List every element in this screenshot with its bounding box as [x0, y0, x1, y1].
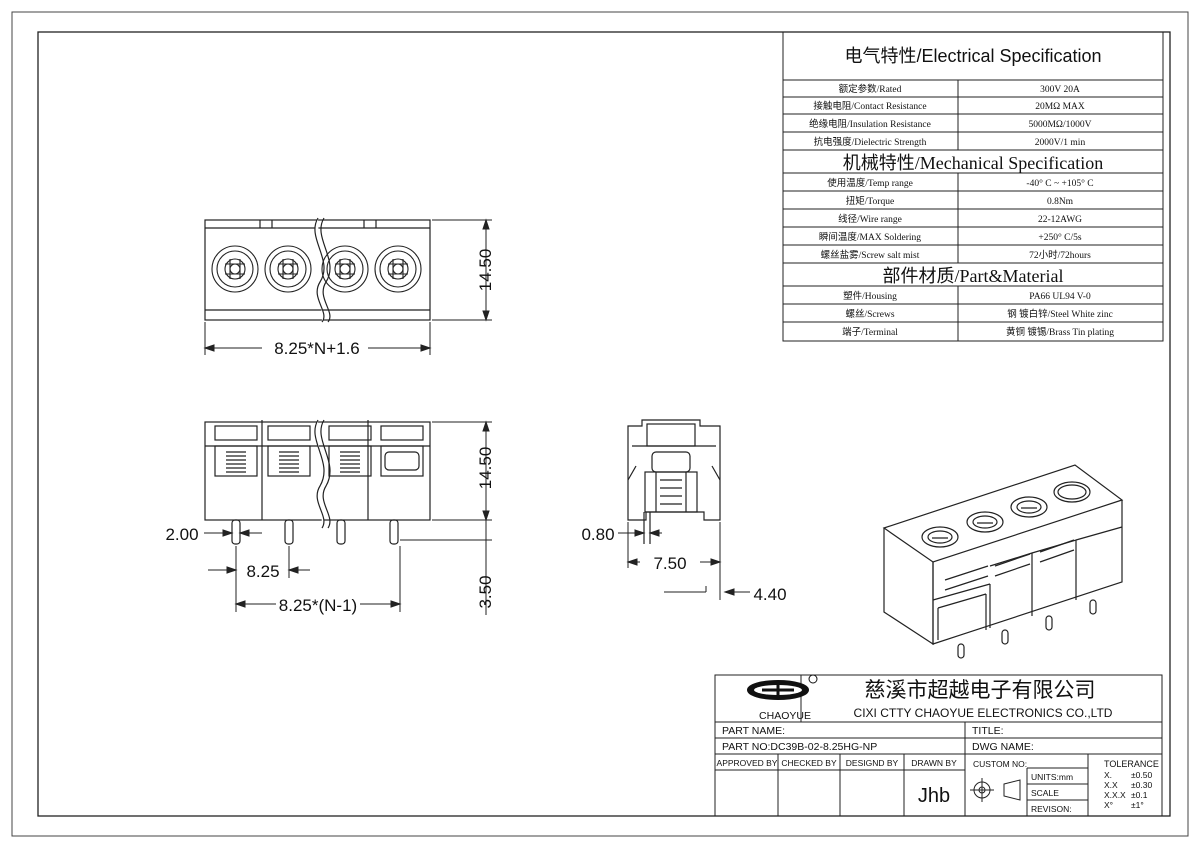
tolerance-value: ±1° [1131, 800, 1144, 810]
spec-label: 瞬间温度/MAX Soldering [819, 231, 921, 243]
mechanical-spec-title: 机械特性/Mechanical Specification [843, 153, 1103, 173]
spec-label: 额定参数/Rated [839, 83, 902, 95]
spec-table [782, 31, 1164, 342]
spec-value: 0.8Nm [1047, 197, 1074, 207]
spec-value: 2000V/1 min [1035, 138, 1086, 148]
spec-label: 螺丝/Screws [845, 308, 894, 320]
spec-value: 20MΩ MAX [1035, 102, 1085, 112]
spec-label: 线径/Wire range [838, 213, 902, 225]
drawn-by-label: DRAWN BY [911, 758, 957, 768]
spec-label: 绝缘电阻/Insulation Resistance [809, 118, 931, 130]
top-view-screws [211, 245, 422, 293]
part-no: PART NO:DC39B-02-8.25HG-NP [722, 741, 877, 753]
spec-label: 使用温度/Temp range [827, 177, 913, 189]
tolerance-key: X.X.X [1104, 790, 1126, 800]
tolerance-key: X° [1104, 800, 1113, 810]
units-label: UNITS:mm [1031, 772, 1073, 782]
tolerance-key: X. [1104, 770, 1112, 780]
designed-by-label: DESIGND BY [846, 758, 899, 768]
spec-value: +250° C/5s [1038, 232, 1082, 243]
tolerance-value: ±0.1 [1131, 790, 1148, 800]
tolerance-value: ±0.30 [1131, 780, 1152, 790]
spec-label: 端子/Terminal [842, 326, 898, 338]
spec-value: -40° C ~ +105° C [1026, 178, 1093, 189]
company-name-en: CIXI CTTY CHAOYUE ELECTRONICS CO.,LTD [854, 706, 1113, 720]
side-width-dim: 7.50 [653, 554, 686, 573]
title-label: TITLE: [972, 725, 1004, 737]
side-pin-dim: 0.80 [581, 525, 614, 544]
spec-label: 扭矩/Torque [846, 195, 894, 207]
scale-label: SCALE [1031, 788, 1059, 798]
brand-name: CHAOYUE [759, 710, 811, 722]
isometric-view [882, 464, 1124, 659]
revision-label: REVISON: [1031, 804, 1072, 814]
front-height-dim: 14.50 [476, 447, 495, 490]
projection-symbol-icon [970, 778, 1021, 802]
screw-4 [374, 245, 422, 293]
outer-frame [11, 11, 1189, 837]
screw-2 [264, 245, 312, 293]
front-view [204, 419, 431, 545]
part-name-label: PART NAME: [722, 725, 785, 737]
drawn-by-value: Jhb [918, 785, 950, 807]
side-offset-dim: 4.40 [753, 585, 786, 604]
tolerance-value: ±0.50 [1131, 770, 1152, 780]
spec-value: 72小时/72hours [1029, 249, 1091, 261]
inner-frame [37, 31, 1171, 817]
tolerance-key: X.X [1104, 780, 1118, 790]
tolerance-table: X. ±0.50 X.X ±0.30 X.X.X ±0.1 X° ±1° [1104, 770, 1152, 810]
approved-by-label: APPROVED BY [717, 758, 778, 768]
pin-dia-dim: 2.00 [165, 525, 198, 544]
spec-value: 钢 镀白锌/Steel White zinc [1007, 308, 1113, 320]
spec-label: 抗电强度/Dielectric Strength [814, 136, 927, 148]
electrical-spec-rows: 额定参数/Rated 300V 20A 接触电阻/Contact Resista… [809, 83, 1091, 148]
top-height-dim: 14.50 [476, 249, 495, 292]
material-spec-title: 部件材质/Part&Material [883, 266, 1064, 286]
span-dim: 8.25*(N-1) [279, 596, 357, 615]
dwg-name-label: DWG NAME: [972, 741, 1034, 753]
top-width-dim: 8.25*N+1.6 [274, 339, 360, 358]
pin-len-dim: 3.50 [476, 575, 495, 608]
spec-label: 螺丝盐雾/Screw salt mist [821, 249, 920, 261]
title-block [714, 674, 1163, 817]
spec-value: 22-12AWG [1038, 215, 1082, 225]
checked-by-label: CHECKED BY [781, 758, 837, 768]
electrical-spec-title: 电气特性/Electrical Specification [844, 46, 1101, 66]
spec-value: 黄铜 镀锡/Brass Tin plating [1006, 326, 1114, 338]
company-logo [747, 674, 818, 700]
screw-1 [211, 245, 259, 293]
pitch-dim: 8.25 [246, 562, 279, 581]
spec-label: 塑件/Housing [843, 290, 897, 302]
material-spec-rows: 塑件/Housing PA66 UL94 V-0 螺丝/Screws 钢 镀白锌… [842, 290, 1114, 338]
spec-value: 5000MΩ/1000V [1028, 120, 1091, 130]
company-name-cn: 慈溪市超越电子有限公司 [865, 679, 1096, 702]
top-view-dimensions [203, 218, 492, 355]
front-view-dimensions [204, 420, 492, 615]
screw-3 [321, 245, 369, 293]
tolerance-title: TOLERANCE [1104, 759, 1159, 769]
side-view-dimensions [618, 522, 750, 600]
custom-no-label: CUSTOM NO: [973, 759, 1027, 769]
spec-label: 接触电阻/Contact Resistance [813, 100, 926, 112]
spec-value: 300V 20A [1040, 85, 1080, 95]
spec-value: PA66 UL94 V-0 [1029, 292, 1091, 302]
side-view [627, 419, 721, 544]
mechanical-spec-rows: 使用温度/Temp range -40° C ~ +105° C 扭矩/Torq… [819, 177, 1094, 261]
top-view [204, 217, 431, 323]
